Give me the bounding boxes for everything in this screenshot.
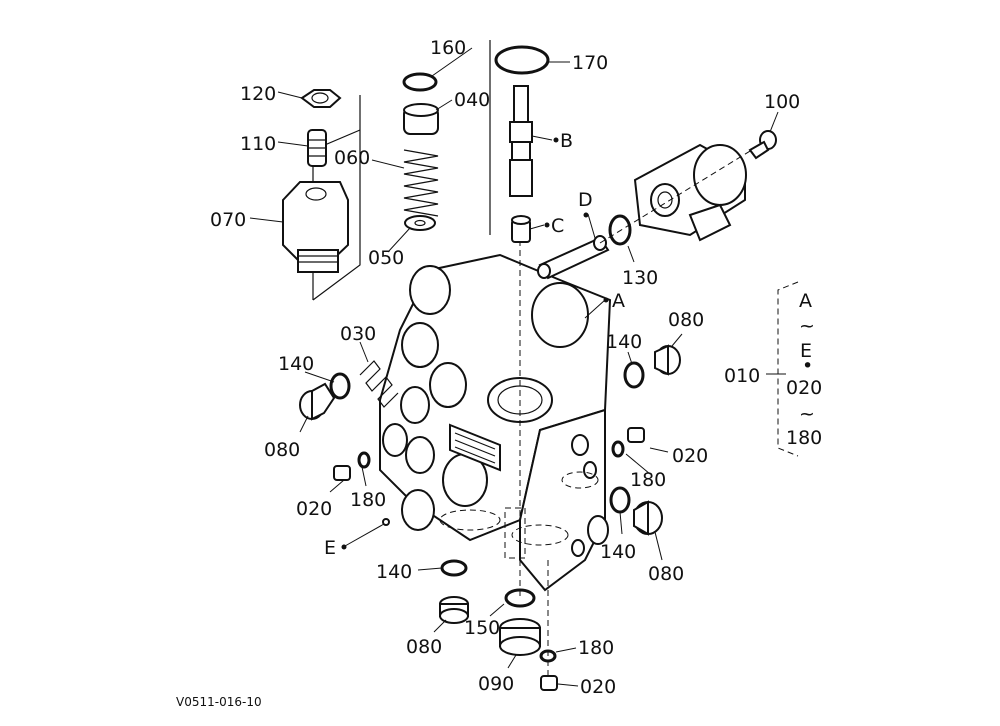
plug-090 [499, 618, 541, 656]
set-screw-110 [307, 129, 327, 167]
label-080-right-upper: 080 [668, 309, 704, 331]
label-070: 070 [210, 209, 246, 231]
label-140-right-upper: 140 [606, 331, 642, 353]
pin-d [537, 235, 610, 280]
o-ring-180-left [357, 451, 371, 469]
o-ring-180-bottom [539, 649, 557, 663]
label-010: 010 [724, 365, 760, 387]
label-080-left: 080 [264, 439, 300, 461]
label-180-right: 180 [630, 469, 666, 491]
label-ref-d: D [578, 189, 593, 211]
nut-120 [300, 89, 342, 108]
screw-100 [748, 130, 777, 160]
plug-020-bottom [540, 675, 558, 691]
plug-020-right [627, 427, 645, 443]
cap-nut-070 [282, 181, 349, 273]
washer-050 [404, 215, 436, 231]
label-030: 030 [340, 323, 376, 345]
bracket-line-2: ~ [799, 315, 815, 337]
label-130: 130 [622, 267, 658, 289]
label-020-bottom: 020 [580, 676, 616, 698]
label-050: 050 [368, 247, 404, 269]
o-ring-180-right [611, 440, 625, 458]
label-020-left: 020 [296, 498, 332, 520]
piston-040 [403, 103, 439, 135]
o-ring-140-bottom [440, 559, 468, 577]
label-080-bottom: 080 [406, 636, 442, 658]
plug-080-left [299, 382, 336, 421]
solenoid-coil [599, 143, 756, 244]
label-090: 090 [478, 673, 514, 695]
o-ring-150 [504, 588, 536, 608]
plug-080-bottom [439, 596, 469, 624]
valve-body [379, 253, 612, 592]
assembly-link-mid [312, 95, 361, 301]
bracket-line-3: E [800, 340, 812, 362]
label-110: 110 [240, 133, 276, 155]
bracket-010 [777, 281, 799, 457]
bracket-line-6: ~ [799, 403, 815, 425]
label-100: 100 [764, 91, 800, 113]
leader-lines [249, 47, 786, 687]
spring-030 [359, 360, 399, 408]
label-150: 150 [464, 617, 500, 639]
label-020-right: 020 [672, 445, 708, 467]
label-180-left: 180 [350, 489, 386, 511]
spring-060 [403, 149, 439, 217]
ref-a-dot [603, 297, 609, 303]
o-ring-170 [494, 45, 550, 75]
bracket-line-1: A [799, 290, 812, 312]
label-140-bottom: 140 [376, 561, 412, 583]
o-ring-140-right-upper [623, 361, 645, 389]
label-120: 120 [240, 83, 276, 105]
label-ref-b: B [560, 130, 573, 152]
o-ring-130 [608, 214, 632, 246]
bracket-line-4: • [802, 355, 813, 377]
bracket-line-5: 020 [786, 377, 822, 399]
label-ref-a: A [612, 290, 625, 312]
ref-d-dot [583, 212, 589, 218]
ref-c-dot [544, 222, 550, 228]
ref-b-dot [553, 137, 559, 143]
plug-080-right-upper [654, 344, 681, 376]
spool-b [509, 85, 533, 197]
o-ring-140-left [329, 372, 351, 400]
label-060: 060 [334, 147, 370, 169]
label-080-right-lower: 080 [648, 563, 684, 585]
label-ref-e: E [324, 537, 336, 559]
label-140-right-lower: 140 [600, 541, 636, 563]
figure-code: V0511-016-10 [176, 695, 262, 709]
plug-c [511, 215, 531, 243]
bracket-line-7: 180 [786, 427, 822, 449]
ball-e [382, 518, 390, 526]
label-170: 170 [572, 52, 608, 74]
o-ring-160 [402, 72, 438, 92]
plug-020-left [333, 465, 351, 481]
label-ref-c: C [551, 215, 564, 237]
plug-080-right-lower [633, 500, 663, 536]
label-040: 040 [454, 89, 490, 111]
label-180-bottom: 180 [578, 637, 614, 659]
label-160: 160 [430, 37, 466, 59]
ref-e-dot [341, 544, 347, 550]
o-ring-140-right-lower [609, 486, 631, 514]
label-140-left: 140 [278, 353, 314, 375]
